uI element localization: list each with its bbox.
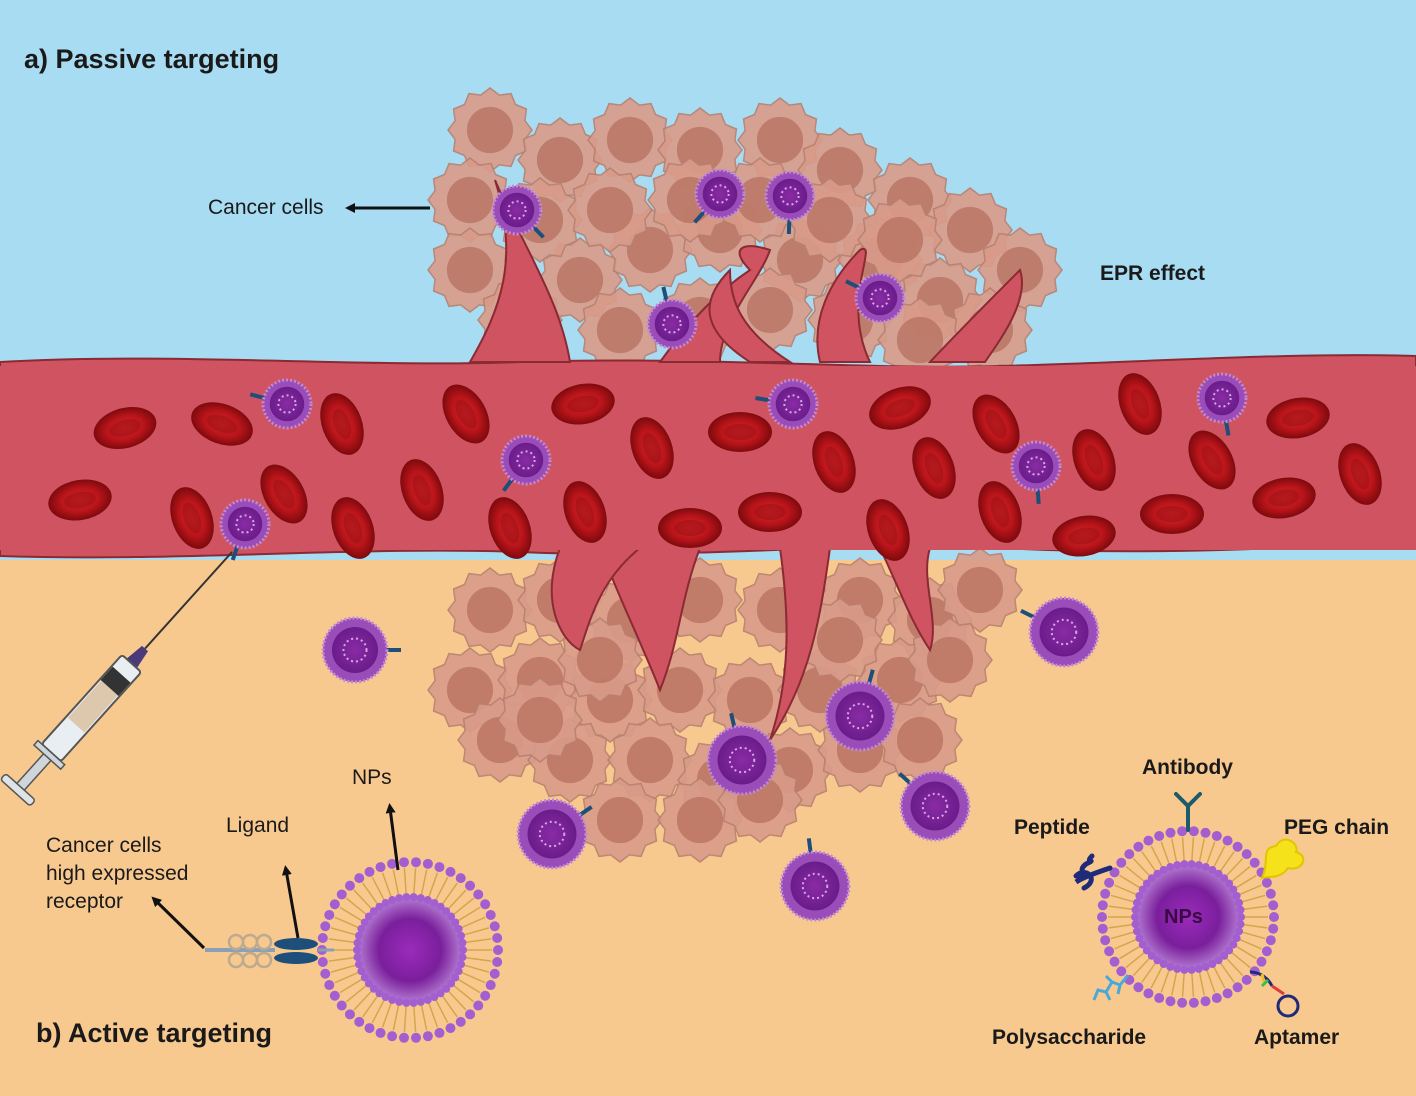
red-blood-cell [48, 479, 112, 521]
tumor-mass-lower [427, 547, 1023, 863]
red-blood-cell [1252, 477, 1316, 519]
nanoparticle [755, 378, 819, 430]
passive-targeting-title: a) Passive targeting [24, 44, 280, 74]
red-blood-cell [260, 464, 308, 524]
red-blood-cell [1338, 443, 1382, 505]
red-blood-cell [93, 406, 157, 450]
polysaccharide-icon [1092, 974, 1130, 1001]
red-blood-cell [1140, 494, 1204, 534]
red-blood-cell [1118, 373, 1162, 435]
syringe-icon [0, 551, 233, 806]
nanoparticle [491, 184, 545, 239]
nanoparticle [764, 170, 816, 235]
receptor-arrow [151, 896, 206, 950]
nanoparticle [249, 378, 313, 430]
red-blood-cell [912, 437, 956, 499]
ligand-label: Ligand [226, 814, 290, 837]
red-blood-cell [1052, 515, 1116, 557]
nanoparticle [898, 770, 971, 842]
red-blood-cell [1072, 429, 1116, 491]
peg-chain-icon [1259, 838, 1305, 881]
antibody-label: Antibody [1142, 756, 1233, 779]
nanoparticle [646, 286, 698, 350]
nanoparticle [321, 616, 401, 684]
red-blood-cells [48, 373, 1382, 561]
red-blood-cell [869, 386, 931, 430]
red-blood-cell [708, 412, 772, 452]
nanoparticle [516, 798, 593, 870]
red-blood-cell [1266, 397, 1330, 439]
red-blood-cell [563, 481, 607, 543]
red-blood-cell [442, 384, 490, 444]
red-blood-cell [738, 492, 802, 532]
nps-arrow [385, 803, 400, 871]
receptor-label-line2: high expressed [46, 862, 189, 885]
active-targeting-np [205, 857, 503, 1043]
nanoparticle [706, 712, 778, 796]
np-center-label: NPs [1164, 906, 1203, 928]
peptide-label: Peptide [1014, 816, 1090, 839]
nanoparticle [219, 498, 271, 561]
polysaccharide-label: Polysaccharide [992, 1026, 1147, 1049]
epr-effect-label: EPR effect [1100, 262, 1206, 285]
red-blood-cell [866, 499, 910, 561]
peg-chain-label: PEG chain [1284, 816, 1390, 839]
red-blood-cell [320, 393, 364, 455]
receptor-label-line1: Cancer cells [46, 834, 162, 857]
active-targeting-title: b) Active targeting [36, 1018, 273, 1048]
nanoparticle [824, 669, 896, 752]
functionalized-np [1073, 792, 1305, 1018]
nanoparticle [845, 272, 906, 324]
red-blood-cell [191, 402, 253, 446]
red-blood-cell [400, 459, 444, 521]
ligand-arrow [281, 865, 300, 939]
aptamer-icon [1249, 970, 1300, 1018]
red-blood-cell [658, 508, 722, 548]
red-blood-cell [630, 417, 674, 479]
nanoparticles [219, 168, 1248, 922]
red-blood-cell [812, 431, 856, 493]
red-blood-cell [170, 487, 214, 549]
red-blood-cell [551, 383, 615, 425]
peptide-icon [1073, 853, 1113, 891]
red-blood-cell [1188, 430, 1236, 490]
red-blood-cell [488, 497, 532, 559]
nanoparticle [779, 838, 851, 922]
red-blood-cell [978, 481, 1022, 543]
aptamer-label: Aptamer [1254, 1026, 1340, 1049]
cancer-cells-label: Cancer cells [208, 196, 324, 219]
red-blood-cell [331, 497, 375, 559]
nps-label: NPs [352, 766, 392, 789]
red-blood-cell [972, 394, 1020, 454]
nanoparticle [1020, 596, 1100, 668]
nanoparticle [1010, 440, 1062, 505]
receptor-label-line3: receptor [46, 890, 124, 913]
nanoparticle [500, 434, 552, 492]
antibody-icon [1174, 792, 1202, 832]
nanoparticle [1196, 372, 1248, 436]
nanoparticle [693, 168, 746, 224]
